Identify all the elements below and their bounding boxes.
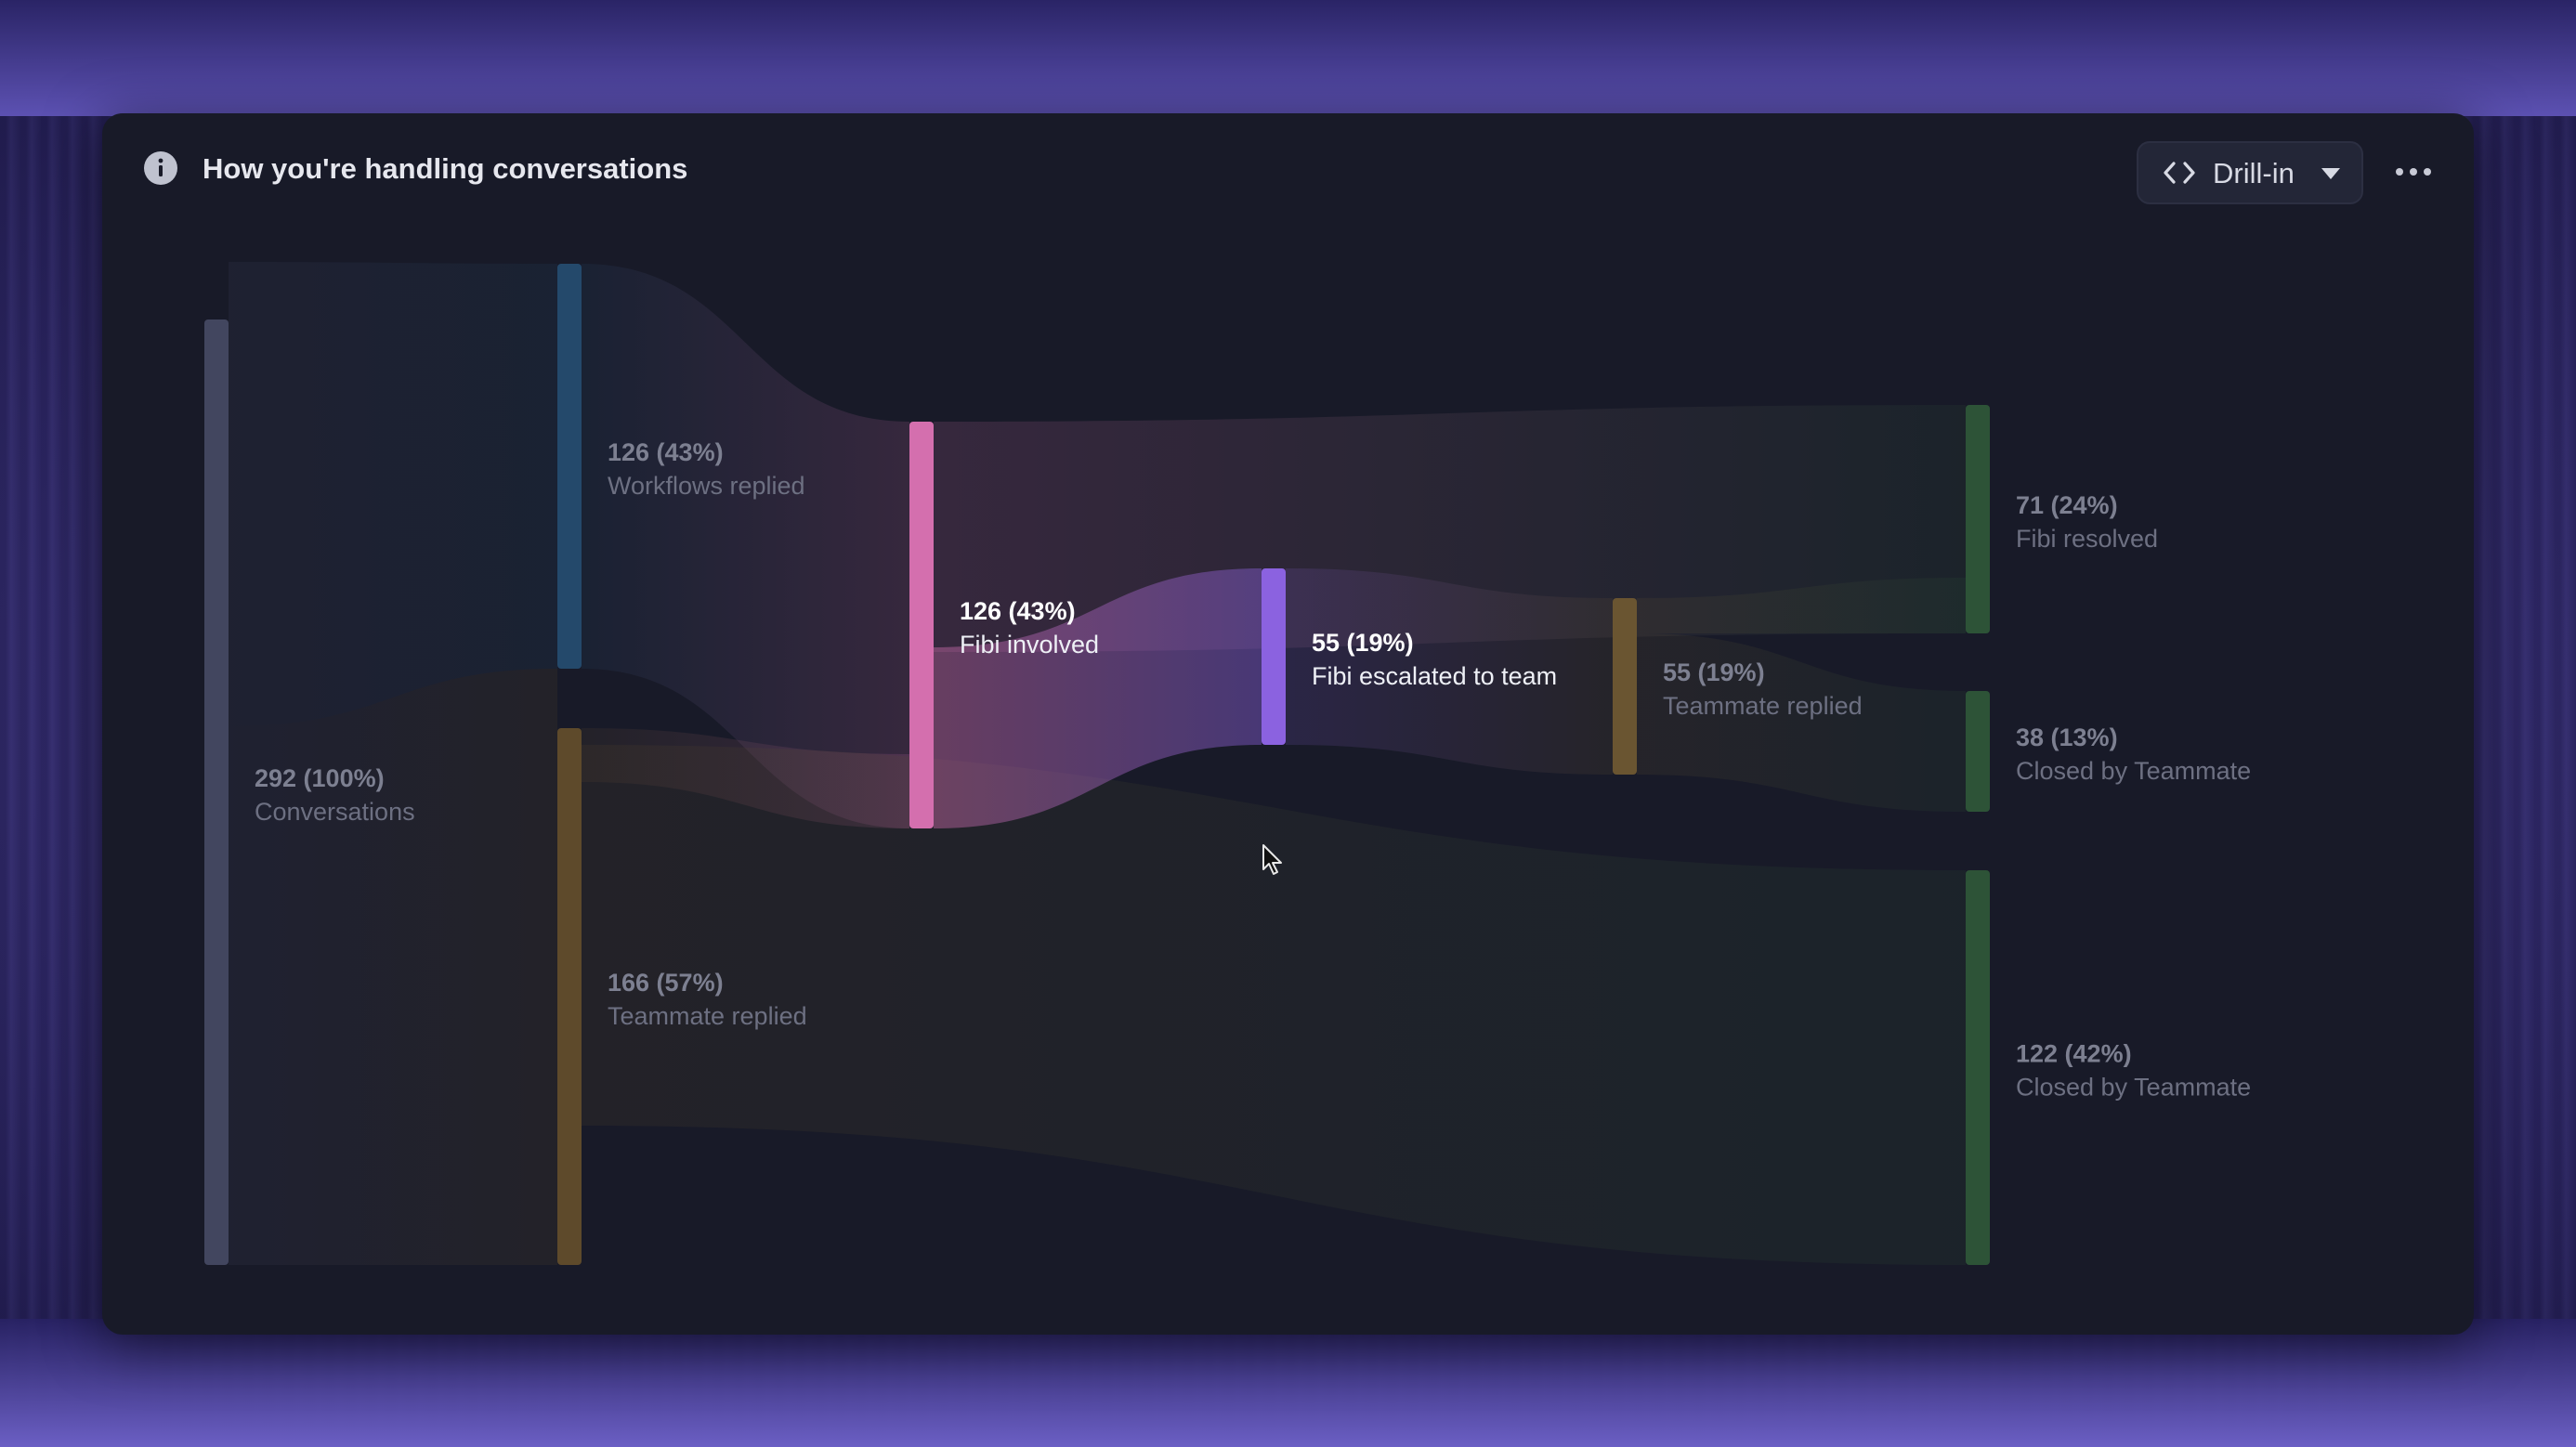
sankey-node-value-closed_38: 38 (13%) <box>2016 724 2118 751</box>
drill-in-button[interactable]: Drill-in <box>2137 141 2363 204</box>
code-icon <box>2164 162 2195 184</box>
sankey-node-label-teammate_replied_1: Teammate replied <box>608 1002 807 1030</box>
more-options-button[interactable] <box>2386 149 2441 197</box>
mouse-cursor-icon <box>1262 844 1282 875</box>
sankey-node-label-fibi_involved: Fibi involved <box>960 631 1099 658</box>
background-bottom <box>0 1319 2576 1447</box>
sankey-node-workflows_replied[interactable] <box>557 264 582 669</box>
sankey-link-teammate_replied_2-to-closed_38[interactable] <box>1637 633 1966 812</box>
sankey-node-teammate_replied_1[interactable] <box>557 728 582 1265</box>
sankey-node-label-conversations: Conversations <box>255 798 415 826</box>
sankey-node-value-conversations: 292 (100%) <box>255 764 385 792</box>
page-title: How you're handling conversations <box>203 152 688 185</box>
sankey-link-teammate_replied_1-to-closed_122[interactable] <box>582 745 1966 1265</box>
sankey-node-value-fibi_involved: 126 (43%) <box>960 597 1076 625</box>
sankey-node-fibi_involved[interactable] <box>909 422 934 828</box>
sankey-node-conversations[interactable] <box>204 319 229 1265</box>
sankey-node-value-workflows_replied: 126 (43%) <box>608 438 724 466</box>
sankey-node-value-fibi_escalated: 55 (19%) <box>1312 629 1414 657</box>
drill-in-label: Drill-in <box>2213 157 2295 189</box>
report-card: How you're handling conversations Drill-… <box>102 113 2474 1335</box>
sankey-node-label-fibi_resolved: Fibi resolved <box>2016 525 2158 553</box>
chevron-down-icon <box>2321 168 2340 179</box>
sankey-link-workflows_replied-to-fibi_involved[interactable] <box>582 264 909 828</box>
sankey-node-fibi_resolved[interactable] <box>1966 405 1990 633</box>
sankey-node-label-teammate_replied_2: Teammate replied <box>1663 692 1863 720</box>
sankey-node-closed_38[interactable] <box>1966 691 1990 812</box>
sankey-link-conversations-to-teammate_replied_1[interactable] <box>229 669 557 1265</box>
sankey-node-value-teammate_replied_2: 55 (19%) <box>1663 658 1765 686</box>
sankey-node-value-teammate_replied_1: 166 (57%) <box>608 969 724 997</box>
sankey-node-label-closed_38: Closed by Teammate <box>2016 757 2251 785</box>
background-top <box>0 0 2576 116</box>
sankey-node-label-closed_122: Closed by Teammate <box>2016 1074 2251 1102</box>
more-horizontal-icon <box>2396 168 2431 176</box>
sankey-link-fibi_involved-to-fibi_escalated[interactable] <box>934 568 1262 828</box>
sankey-node-closed_122[interactable] <box>1966 870 1990 1265</box>
sankey-chart: 292 (100%) Conversations 126 (43%) Workflow… <box>204 262 2251 1265</box>
sankey-link-fibi_escalated-to-teammate_replied_2[interactable] <box>1286 568 1613 775</box>
sankey-link-conversations-to-workflows_replied[interactable] <box>229 262 557 726</box>
sankey-node-label-workflows_replied: Workflows replied <box>608 472 805 500</box>
sankey-node-value-closed_122: 122 (42%) <box>2016 1040 2132 1068</box>
sankey-node-value-fibi_resolved: 71 (24%) <box>2016 491 2118 519</box>
sankey-node-teammate_replied_2[interactable] <box>1613 598 1637 775</box>
sankey-link-teammate_replied_2-to-fibi_resolved[interactable] <box>1637 578 1966 633</box>
info-icon[interactable] <box>143 150 178 186</box>
card-header: How you're handling conversations Drill-… <box>102 113 2474 225</box>
sankey-node-fibi_escalated[interactable] <box>1262 568 1286 745</box>
sankey-node-label-fibi_escalated: Fibi escalated to team <box>1312 662 1557 690</box>
